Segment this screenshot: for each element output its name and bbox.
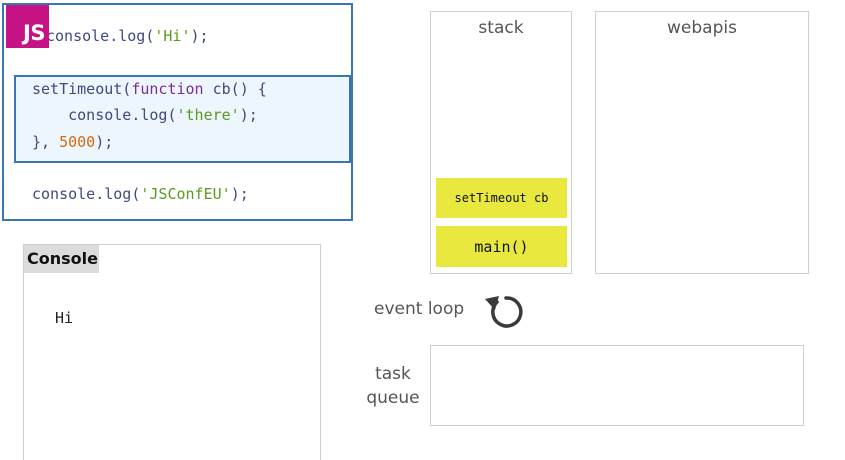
code-string: 'Hi' — [154, 27, 191, 45]
webapis-panel: webapis — [595, 11, 809, 274]
code-line-4: }, 5000); — [32, 133, 113, 151]
stack-frame: main() — [436, 226, 567, 267]
task-queue-label: task queue — [360, 362, 426, 410]
code-token: ); — [95, 133, 114, 151]
code-line-5: console.log('JSConfEU'); — [32, 185, 249, 203]
stack-title: stack — [478, 18, 524, 38]
code-token: ); — [190, 27, 209, 45]
current-statement-highlight — [14, 75, 351, 163]
call-stack-panel: stack setTimeout cb main() — [430, 11, 572, 274]
code-token: console.log( — [46, 27, 155, 45]
code-token: ); — [230, 185, 249, 203]
event-loop-label: event loop — [374, 299, 465, 319]
stack-frame: setTimeout cb — [436, 178, 567, 218]
code-token: ); — [239, 106, 258, 124]
task-queue-label-line: queue — [366, 388, 420, 408]
task-queue-label-line: task — [375, 364, 411, 384]
code-line-1: console.log('Hi'); — [46, 27, 209, 45]
code-token: console.log( — [32, 185, 141, 203]
code-string: 'there' — [176, 106, 240, 124]
code-indent — [32, 106, 68, 124]
code-token: setTimeout( — [32, 80, 132, 98]
code-number: 5000 — [59, 133, 96, 151]
console-panel: Console Hi — [23, 244, 321, 460]
code-panel: console.log('Hi'); setTimeout(function c… — [2, 3, 353, 221]
js-logo: JS — [6, 5, 49, 48]
code-keyword: function — [131, 80, 204, 98]
code-line-2: setTimeout(function cb() { — [32, 80, 267, 98]
task-queue-panel — [430, 345, 804, 426]
console-title: Console — [24, 245, 99, 273]
code-token: cb() { — [203, 80, 267, 98]
code-token: }, — [32, 133, 60, 151]
refresh-icon — [482, 293, 524, 331]
code-line-3: console.log('there'); — [32, 106, 258, 124]
console-output-line: Hi — [55, 309, 74, 327]
webapis-title: webapis — [667, 18, 737, 38]
code-string: 'JSConfEU' — [140, 185, 231, 203]
code-token: console.log( — [68, 106, 177, 124]
